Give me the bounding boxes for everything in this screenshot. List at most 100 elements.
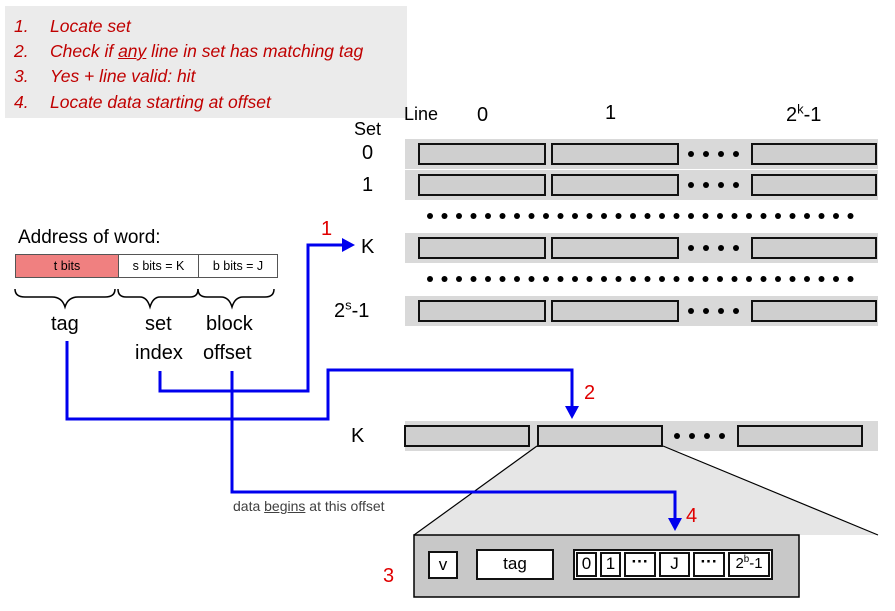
ellipsis-dot	[746, 213, 752, 219]
ellipsis-dot	[543, 276, 549, 282]
line-box	[551, 237, 679, 259]
line-header: Line	[404, 104, 439, 124]
set-brace	[117, 288, 199, 310]
ellipsis-dot	[775, 213, 781, 219]
step-4: 4.Locate data starting at offset	[14, 92, 271, 112]
ellipsis-dot	[833, 276, 839, 282]
ellipsis-dot	[733, 151, 739, 157]
tag-box: tag	[476, 549, 554, 580]
byte-ellipsis: ···	[693, 552, 725, 577]
ellipsis-dot	[733, 182, 739, 188]
ellipsis-dot	[789, 276, 796, 282]
ellipsis-dot	[456, 213, 462, 219]
ellipsis-dot	[733, 245, 739, 251]
ellipsis-dot	[718, 245, 724, 251]
ellipsis-dot	[427, 213, 433, 219]
ellipsis-dot	[704, 433, 710, 439]
ellipsis-dot	[718, 151, 724, 157]
line-box	[418, 300, 546, 322]
ellipsis-dot	[719, 433, 725, 439]
line-col-1: 1	[605, 102, 617, 124]
ellipsis-dot	[586, 276, 593, 282]
ellipsis-dot	[688, 276, 694, 282]
ellipsis-dot	[703, 308, 709, 314]
line-box	[751, 237, 877, 259]
ellipsis-dot	[689, 433, 695, 439]
step-2: 2.Check if any line in set has matching …	[14, 41, 364, 61]
line-col-0: 0	[477, 104, 489, 126]
ellipsis-dot	[702, 213, 709, 219]
byte-j: J	[659, 552, 690, 577]
ellipsis-dot	[528, 213, 535, 219]
step-marker-4: 4	[686, 505, 698, 527]
set-label-0: 0	[362, 142, 374, 164]
ellipsis-dot	[717, 276, 723, 282]
ellipsis-dot	[644, 276, 651, 282]
ellipsis-dot	[702, 276, 709, 282]
ellipsis-dot	[731, 213, 738, 219]
ellipsis-dot	[644, 213, 651, 219]
set-label-last: 2s-1	[334, 297, 370, 322]
ellipsis-dot	[659, 276, 665, 282]
ellipsis-dot	[456, 276, 462, 282]
ellipsis-dot	[427, 276, 433, 282]
tag-field: t bits	[15, 254, 119, 278]
ellipsis-dot	[485, 213, 491, 219]
ellipsis-dot	[586, 213, 593, 219]
ellipsis-dot	[485, 276, 491, 282]
ellipsis-dot	[688, 245, 694, 251]
ellipsis-dot	[760, 213, 767, 219]
ellipsis-dot	[673, 276, 680, 282]
ellipsis-dot	[557, 276, 564, 282]
ellipsis-dot	[703, 182, 709, 188]
ellipsis-dots	[427, 151, 854, 439]
ellipsis-dot	[688, 151, 694, 157]
set-index-field: s bits = K	[118, 254, 199, 278]
ellipsis-dot	[470, 276, 477, 282]
ellipsis-dot	[441, 276, 448, 282]
ellipsis-dot	[543, 213, 549, 219]
byte-ellipsis: ···	[624, 552, 656, 577]
block-brace	[197, 288, 275, 310]
line-box	[551, 143, 679, 165]
block-label: block	[206, 313, 253, 335]
offset-label: offset	[203, 342, 252, 364]
ellipsis-dot	[804, 213, 810, 219]
line-col-last: 2k-1	[786, 101, 822, 126]
ellipsis-dot	[703, 245, 709, 251]
line-box	[404, 425, 530, 447]
ellipsis-dot	[775, 276, 781, 282]
ellipsis-dot	[818, 213, 825, 219]
ellipsis-dot	[833, 213, 839, 219]
offset-arrow	[230, 371, 677, 519]
ellipsis-dot	[630, 213, 636, 219]
ellipsis-dot	[470, 213, 477, 219]
ellipsis-dot	[615, 213, 622, 219]
set-index-arrow	[158, 243, 345, 393]
line-box	[751, 143, 877, 165]
ellipsis-dot	[601, 276, 607, 282]
ellipsis-dot	[499, 213, 506, 219]
set-label-k: K	[361, 236, 375, 258]
step-marker-2: 2	[584, 382, 596, 404]
set-label: set	[145, 313, 172, 335]
ellipsis-dot	[847, 276, 854, 282]
line-box	[737, 425, 863, 447]
ellipsis-dot	[674, 433, 680, 439]
set-label-1: 1	[362, 174, 374, 196]
selected-line-box	[537, 425, 663, 447]
step-3: 3.Yes + line valid: hit	[14, 66, 196, 86]
steps-panel: 1.Locate set 2.Check if any line in set …	[5, 6, 407, 118]
offset-caption: data begins at this offset	[233, 498, 385, 514]
line-box	[418, 237, 546, 259]
ellipsis-dot	[847, 213, 854, 219]
ellipsis-dot	[514, 213, 520, 219]
ellipsis-dot	[746, 276, 752, 282]
lookup-arrows	[65, 243, 677, 519]
arrow-heads	[342, 238, 682, 531]
line-box	[418, 174, 546, 196]
ellipsis-dot	[615, 276, 622, 282]
line-box	[751, 174, 877, 196]
ellipsis-dot	[441, 213, 448, 219]
ellipsis-dot	[804, 276, 810, 282]
